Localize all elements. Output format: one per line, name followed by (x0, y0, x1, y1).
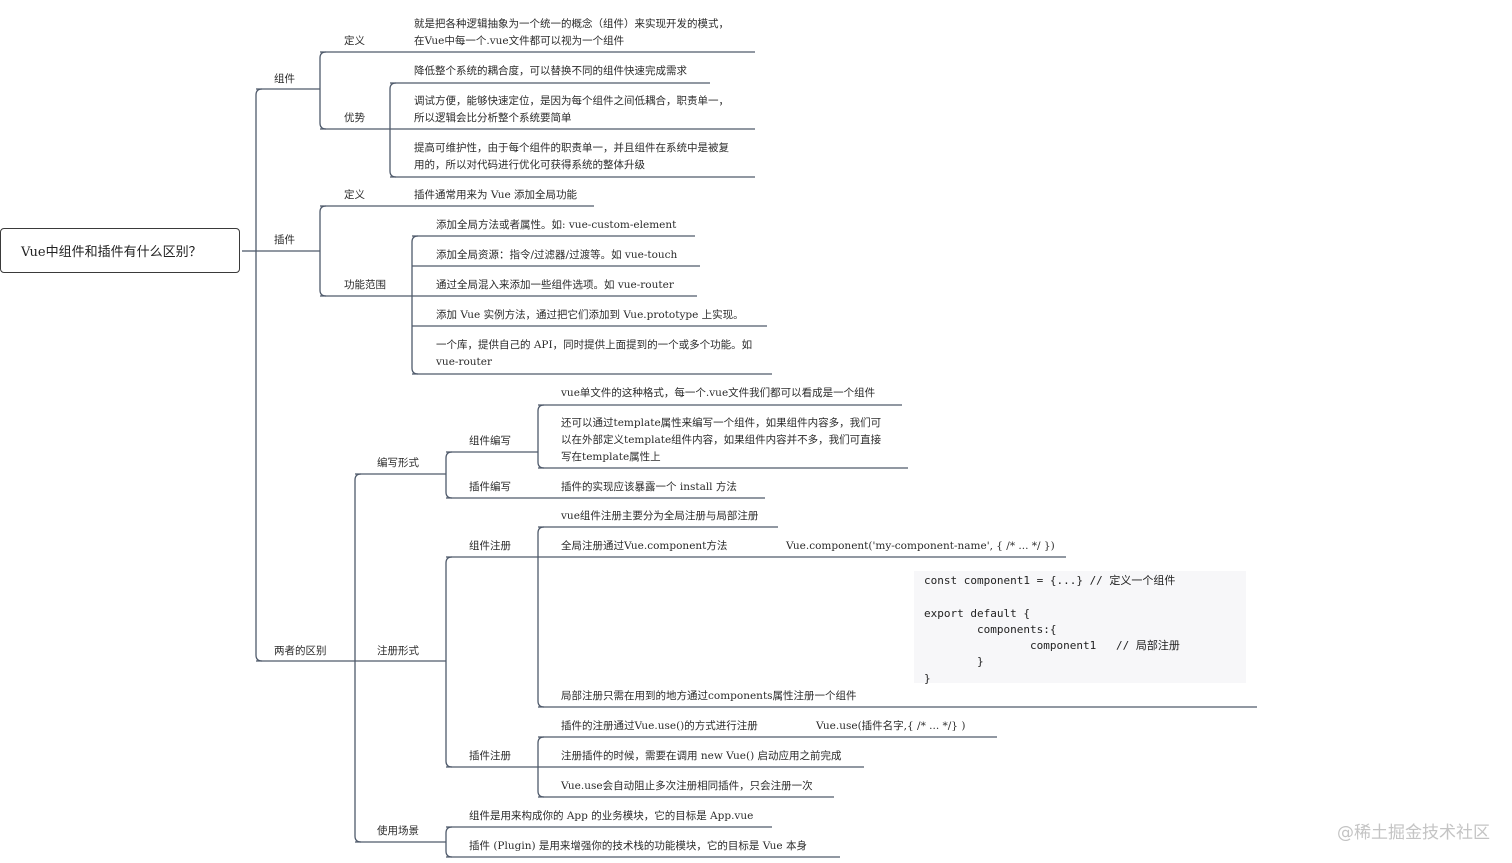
plugin-registration-bracket-curve (537, 790, 545, 798)
component-registration-bracket-curve (537, 700, 545, 708)
global-registration-code[interactable]: Vue.component('my-component-name', { /* … (786, 540, 1055, 552)
advantages-bracket-curve (389, 170, 397, 178)
topic-registration-form[interactable]: 注册形式 (377, 645, 419, 657)
component-registration-summary[interactable]: vue组件注册主要分为全局注册与局部注册 (561, 510, 759, 522)
topic-plugin-writing[interactable]: 插件编写 (469, 481, 511, 493)
component-bracket-curve (319, 122, 327, 130)
advantages-bracket-curve (389, 82, 397, 90)
plugin-use-registration[interactable]: 插件的注册通过Vue.use()的方式进行注册 (561, 720, 758, 732)
topic-plugin[interactable]: 插件 (274, 234, 295, 246)
topic-usage-scenario[interactable]: 使用场景 (377, 825, 419, 837)
plugin-bracket-curve (319, 289, 327, 297)
advantage-item[interactable]: 提高可维护性，由于每个组件的职责单一，并且组件在系统中是被复 用的，所以对代码进… (414, 142, 729, 171)
component-local-registration[interactable]: 局部注册只需在用到的地方通过components属性注册一个组件 (561, 690, 857, 702)
scope-item[interactable]: 一个库，提供自己的 API，同时提供上面提到的一个或多个功能。如 vue-rou… (436, 339, 753, 368)
usage-item[interactable]: 组件是用来构成你的 App 的业务模块，它的目标是 App.vue (469, 810, 754, 822)
component-registration-bracket-curve (537, 526, 545, 534)
component-writing-item[interactable]: 还可以通过template属性来编写一个组件，如果组件内容多，我们可 以在外部定… (561, 417, 882, 463)
topic-component-advantages[interactable]: 优势 (344, 112, 365, 124)
plugin-registration-timing[interactable]: 注册插件的时候，需要在调用 new Vue() 启动应用之前完成 (561, 750, 842, 762)
writing-bracket-curve (445, 491, 453, 499)
component-writing-bracket-curve (537, 404, 545, 412)
plugin-bracket-curve (319, 205, 327, 213)
topic-component-writing[interactable]: 组件编写 (469, 435, 511, 447)
root-topic-label: Vue中组件和插件有什么区别？ (21, 245, 202, 260)
plugin-registration-bracket-curve (537, 736, 545, 744)
difference-bracket-curve (354, 473, 362, 481)
scope-item[interactable]: 添加全局方法或者属性。如: vue-custom-element (436, 219, 677, 231)
component-global-registration[interactable]: 全局注册通过Vue.component方法 (561, 540, 728, 552)
local-registration-code-block[interactable]: const component1 = {...} // 定义一个组件 expor… (914, 571, 1246, 685)
topic-difference[interactable]: 两者的区别 (274, 645, 327, 657)
level1-bracket-curve (255, 654, 263, 662)
root-topic[interactable]: Vue中组件和插件有什么区别？ (0, 228, 240, 273)
usage-bracket-curve (445, 826, 453, 834)
plugin-writing-text[interactable]: 插件的实现应该暴露一个 install 方法 (561, 481, 737, 493)
level1-bracket-curve (255, 88, 263, 96)
topic-component[interactable]: 组件 (274, 73, 295, 85)
topic-component-registration[interactable]: 组件注册 (469, 540, 511, 552)
registration-bracket-curve (445, 760, 453, 768)
scope-item[interactable]: 添加 Vue 实例方法，通过把它们添加到 Vue.prototype 上实现。 (436, 309, 744, 321)
scope-item[interactable]: 通过全局混入来添加一些组件选项。如 vue-router (436, 279, 674, 291)
scope-bracket-curve (411, 367, 419, 375)
component-bracket-curve (319, 51, 327, 59)
scope-bracket-curve (411, 235, 419, 243)
difference-bracket-curve (354, 835, 362, 843)
plugin-definition-text[interactable]: 插件通常用来为 Vue 添加全局功能 (414, 189, 578, 201)
topic-writing-form[interactable]: 编写形式 (377, 457, 419, 469)
component-definition-text[interactable]: 就是把各种逻辑抽象为一个统一的概念（组件）来实现开发的模式， 在Vue中每一个.… (414, 18, 729, 47)
scope-item[interactable]: 添加全局资源：指令/过滤器/过渡等。如 vue-touch (436, 249, 678, 261)
topic-plugin-definition[interactable]: 定义 (344, 189, 365, 201)
topic-component-definition[interactable]: 定义 (344, 35, 365, 47)
plugin-use-code[interactable]: Vue.use(插件名字,{ /* ... */} ) (816, 720, 966, 732)
topic-plugin-scope[interactable]: 功能范围 (344, 279, 386, 291)
component-writing-item[interactable]: vue单文件的这种格式，每一个.vue文件我们都可以看成是一个组件 (561, 387, 876, 399)
advantage-item[interactable]: 调试方便，能够快速定位，是因为每个组件之间低耦合，职责单一， 所以逻辑会比分析整… (414, 95, 729, 124)
advantage-item[interactable]: 降低整个系统的耦合度，可以替换不同的组件快速完成需求 (414, 65, 687, 77)
component-writing-bracket-curve (537, 461, 545, 469)
usage-item[interactable]: 插件 (Plugin) 是用来增强你的技术栈的功能模块，它的目标是 Vue 本身 (469, 840, 807, 852)
writing-bracket-curve (445, 451, 453, 459)
plugin-registration-dedupe[interactable]: Vue.use会自动阻止多次注册相同插件，只会注册一次 (561, 780, 813, 792)
registration-bracket-curve (445, 556, 453, 564)
usage-bracket-curve (445, 850, 453, 858)
topic-plugin-registration[interactable]: 插件注册 (469, 750, 511, 762)
watermark: @稀土掘金技术社区 (1337, 823, 1490, 843)
